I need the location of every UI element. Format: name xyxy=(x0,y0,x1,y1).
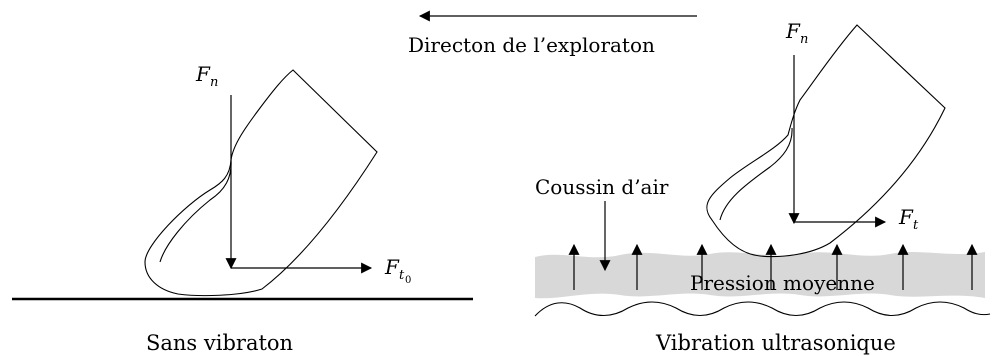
mean-pressure-label: Pression moyenne xyxy=(690,271,875,295)
right-finger-fold xyxy=(719,127,793,221)
svg-text:t: t xyxy=(399,268,405,283)
svg-text:F: F xyxy=(785,19,801,43)
left-finger-fold xyxy=(159,159,232,263)
left-fn-label: F n xyxy=(195,62,218,90)
svg-text:n: n xyxy=(210,75,218,90)
exploration-direction: Directon de l’exploraton xyxy=(408,10,697,57)
left-panel: F n F t 0 Sans vibraton xyxy=(12,62,473,355)
wavy-surface xyxy=(534,301,991,317)
left-finger-outline xyxy=(144,69,378,297)
svg-text:0: 0 xyxy=(405,275,411,286)
svg-text:F: F xyxy=(195,62,211,86)
left-ft0-label: F t 0 xyxy=(384,255,411,286)
right-finger-outline xyxy=(706,24,946,258)
right-caption: Vibration ultrasonique xyxy=(655,331,896,355)
pressure-arrows xyxy=(568,243,978,290)
direction-label: Directon de l’exploraton xyxy=(408,33,655,57)
svg-text:F: F xyxy=(384,255,400,279)
air-cushion-label: Coussin d’air xyxy=(535,175,669,199)
left-caption: Sans vibraton xyxy=(146,331,293,355)
svg-text:t: t xyxy=(913,218,919,233)
svg-text:n: n xyxy=(800,32,808,47)
right-ft-label: F t xyxy=(898,205,919,233)
svg-text:F: F xyxy=(898,205,914,229)
right-panel: F n F t Coussin d’air Pression moyenne V… xyxy=(534,19,991,355)
air-cushion-band xyxy=(535,252,985,299)
right-fn-label: F n xyxy=(785,19,808,47)
